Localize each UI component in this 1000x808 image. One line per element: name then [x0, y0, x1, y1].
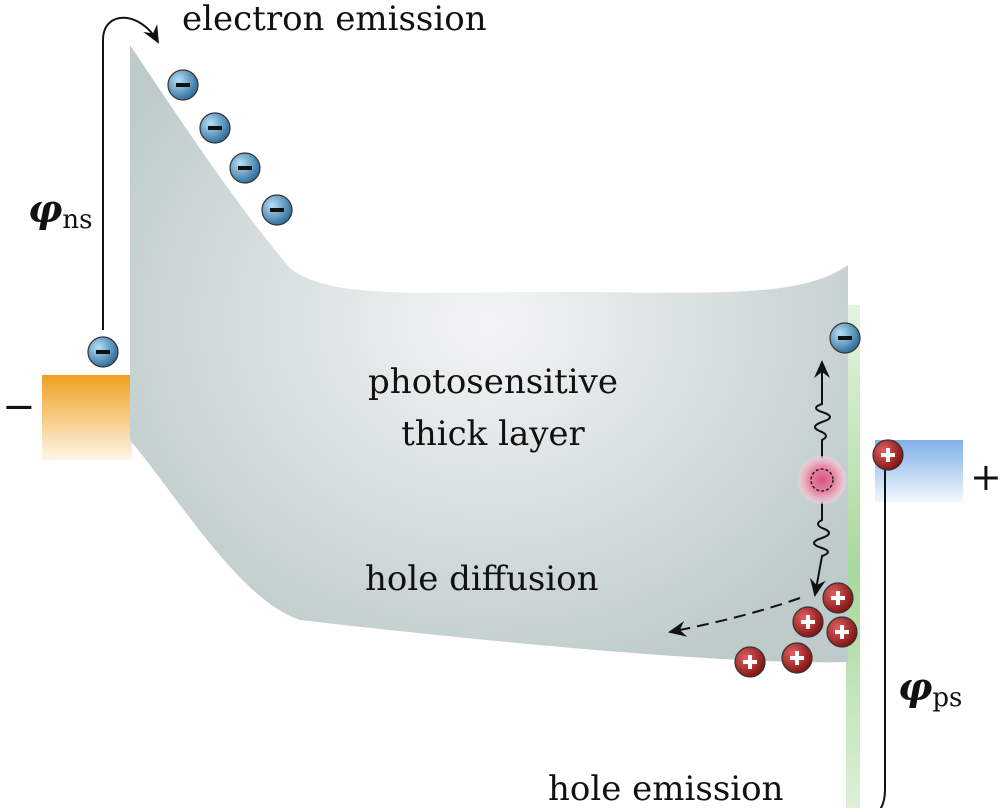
- phi-ps-subscript: ps: [932, 683, 962, 713]
- interface-strip: [846, 305, 860, 808]
- phi-ns-symbol: φ: [28, 186, 62, 231]
- electron: [261, 194, 293, 226]
- phi-ps-label: φps: [898, 664, 962, 713]
- electron: [167, 69, 199, 101]
- minus-icon: [270, 208, 284, 212]
- layer-label-line2: thick layer: [401, 414, 585, 454]
- phi-ns-label: φns: [28, 186, 92, 235]
- minus-icon: [96, 350, 110, 354]
- electron-emission-arrow: [102, 16, 159, 330]
- phi-ps-symbol: φ: [898, 664, 932, 709]
- negative-electrode: [42, 375, 132, 460]
- minus-icon: [208, 126, 222, 130]
- hole-diffusion-arrow: [668, 597, 801, 637]
- hole-emission-arrow: [879, 470, 886, 808]
- minus-icon: [838, 336, 852, 340]
- hole: [781, 642, 813, 674]
- minus-sign: −: [2, 384, 36, 430]
- electron: [229, 152, 261, 184]
- electron-wiggle-arrow: [814, 360, 831, 458]
- hole-emission-label: hole emission: [548, 769, 784, 808]
- hole-diffusion-label: hole diffusion: [365, 559, 599, 599]
- electron: [199, 112, 231, 144]
- layer-label-line1: photosensitive: [368, 362, 618, 402]
- hole: [826, 616, 858, 648]
- hole: [822, 582, 854, 614]
- plus-sign: +: [970, 455, 1000, 499]
- electron-emission-label: electron emission: [182, 0, 487, 39]
- hole: [734, 646, 766, 678]
- phi-ns-subscript: ns: [62, 205, 92, 235]
- electron: [829, 322, 861, 354]
- hole-wiggle-arrow: [809, 502, 830, 597]
- photosensitive-layer: [130, 45, 848, 663]
- hole: [792, 606, 824, 638]
- electron: [87, 336, 119, 368]
- minus-icon: [238, 166, 252, 170]
- hole: [872, 439, 904, 471]
- minus-icon: [176, 83, 190, 87]
- exciton: [798, 456, 846, 504]
